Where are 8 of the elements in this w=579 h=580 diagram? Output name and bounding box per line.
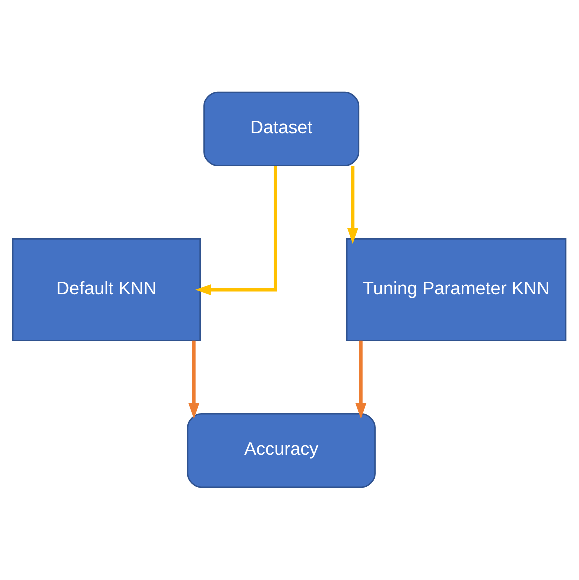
arrow — [188, 340, 200, 420]
node-box: Accuracy — [187, 413, 376, 488]
node-box: Tuning Parameter KNN — [346, 238, 567, 342]
arrow — [195, 166, 278, 296]
arrow — [356, 340, 367, 420]
node-box: Default KNN — [12, 238, 202, 342]
arrow — [347, 166, 359, 244]
node-box: Dataset — [204, 92, 360, 167]
